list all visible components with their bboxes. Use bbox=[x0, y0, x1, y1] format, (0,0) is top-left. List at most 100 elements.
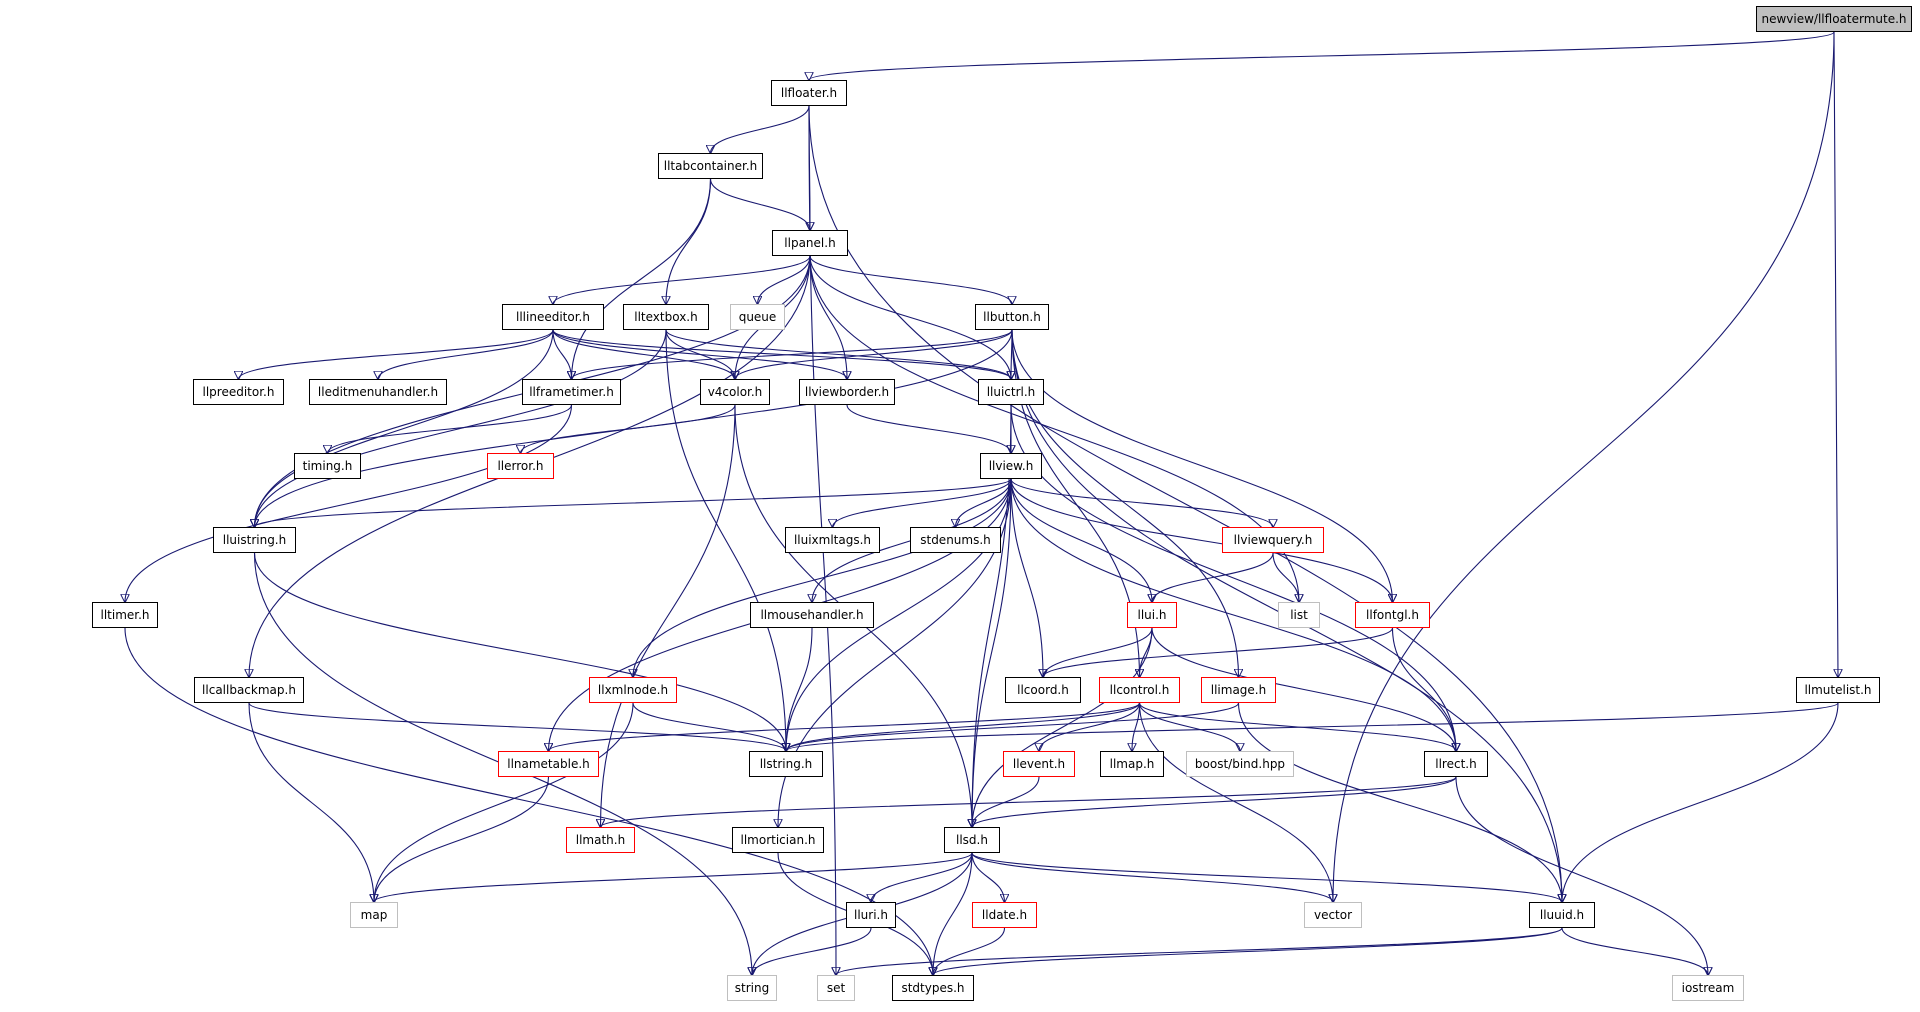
node-llviewborder[interactable]: llviewborder.h bbox=[799, 379, 895, 405]
edge-llcontrol-to-vector bbox=[1138, 702, 1334, 902]
node-lldate[interactable]: lldate.h bbox=[972, 902, 1037, 928]
node-list[interactable]: list bbox=[1278, 602, 1320, 628]
node-iostream[interactable]: iostream bbox=[1672, 975, 1744, 1001]
edge-llfloater-to-lltabcontainer bbox=[711, 105, 810, 153]
edge-llsd-to-lldate bbox=[971, 852, 1005, 902]
edge-llview-to-llfontgl bbox=[1010, 478, 1393, 602]
node-v4color[interactable]: v4color.h bbox=[700, 379, 770, 405]
edge-lllineeditor-to-llpreeditor bbox=[239, 329, 554, 379]
node-llmath[interactable]: llmath.h bbox=[566, 827, 635, 853]
edge-llviewquery-to-llui bbox=[1152, 552, 1274, 602]
edge-llui-to-llsd bbox=[972, 627, 1153, 827]
edge-lllineeditor-to-lleditmenuhandler bbox=[378, 329, 554, 379]
node-llmap[interactable]: llmap.h bbox=[1100, 751, 1164, 777]
node-llframetimer[interactable]: llframetimer.h bbox=[522, 379, 621, 405]
node-root[interactable]: newview/llfloatermute.h bbox=[1756, 6, 1912, 32]
node-lllineeditor[interactable]: lllineeditor.h bbox=[502, 304, 604, 330]
edge-root-to-llfloater bbox=[809, 31, 1835, 80]
edge-llviewborder-to-llview bbox=[846, 404, 1011, 453]
edge-llbutton-to-llframetimer bbox=[572, 329, 1013, 379]
edge-llsd-to-stdtypes bbox=[933, 852, 973, 975]
edge-llcontrol-to-llstring bbox=[786, 702, 1141, 751]
node-llmutelist[interactable]: llmutelist.h bbox=[1796, 677, 1880, 703]
edge-llframetimer-to-timing bbox=[328, 404, 573, 453]
node-stdenums[interactable]: stdenums.h bbox=[910, 527, 1001, 553]
edge-lltextbox-to-v4color bbox=[665, 329, 735, 379]
edge-lllineeditor-to-v4color bbox=[552, 329, 735, 379]
node-lltimer[interactable]: lltimer.h bbox=[92, 602, 158, 628]
edge-llxmlnode-to-llstring bbox=[632, 702, 786, 751]
node-llfontgl[interactable]: llfontgl.h bbox=[1355, 602, 1430, 628]
node-llnametable[interactable]: llnametable.h bbox=[498, 751, 599, 777]
node-timing[interactable]: timing.h bbox=[294, 453, 361, 479]
node-llmortician[interactable]: llmortician.h bbox=[732, 827, 824, 853]
node-queue[interactable]: queue bbox=[730, 304, 785, 330]
node-llimage[interactable]: llimage.h bbox=[1201, 677, 1276, 703]
edge-llmousehandler-to-llstring bbox=[786, 627, 813, 751]
edge-llview-to-llui bbox=[1010, 478, 1152, 602]
node-map[interactable]: map bbox=[350, 902, 398, 928]
edge-llview-to-llcoord bbox=[1010, 478, 1043, 677]
edge-lluistring-to-llstring bbox=[253, 552, 787, 751]
edge-lluuid-to-set bbox=[836, 927, 1563, 975]
node-stdtypes[interactable]: stdtypes.h bbox=[892, 975, 974, 1001]
node-boost-bind[interactable]: boost/bind.hpp bbox=[1186, 751, 1294, 777]
edge-llsd-to-vector bbox=[971, 852, 1333, 902]
edge-llpanel-to-queue bbox=[758, 255, 811, 304]
node-llevent[interactable]: llevent.h bbox=[1003, 751, 1075, 777]
edge-lltextbox-to-lluictrl bbox=[665, 329, 1011, 379]
node-lluixmltags[interactable]: lluixmltags.h bbox=[785, 527, 880, 553]
edge-lltabcontainer-to-llframetimer bbox=[572, 178, 712, 379]
node-llcontrol[interactable]: llcontrol.h bbox=[1099, 677, 1180, 703]
node-lluuid[interactable]: lluuid.h bbox=[1529, 902, 1595, 928]
node-lluri[interactable]: lluri.h bbox=[846, 902, 896, 928]
node-llsd[interactable]: llsd.h bbox=[944, 827, 1000, 853]
node-lltextbox[interactable]: lltextbox.h bbox=[623, 304, 709, 330]
edge-llrect-to-llmath bbox=[601, 776, 1457, 827]
node-llrect[interactable]: llrect.h bbox=[1424, 751, 1488, 777]
edge-llview-to-lluixmltags bbox=[833, 478, 1012, 527]
node-lluistring[interactable]: lluistring.h bbox=[213, 527, 296, 553]
edge-llview-to-stdenums bbox=[956, 478, 1012, 527]
node-llview[interactable]: llview.h bbox=[980, 453, 1042, 479]
edge-lltabcontainer-to-llpanel bbox=[709, 178, 811, 230]
node-llviewquery[interactable]: llviewquery.h bbox=[1222, 527, 1324, 553]
node-llcoord[interactable]: llcoord.h bbox=[1005, 677, 1081, 703]
edge-llimage-to-llstring bbox=[786, 702, 1240, 751]
edge-lltabcontainer-to-lltextbox bbox=[666, 178, 712, 304]
edge-lltextbox-to-lluistring bbox=[255, 329, 667, 527]
node-lleditmenuhandler[interactable]: lleditmenuhandler.h bbox=[309, 379, 447, 405]
edge-lluuid-to-iostream bbox=[1561, 927, 1708, 975]
edge-lluuid-to-stdtypes bbox=[933, 927, 1563, 975]
node-llerror[interactable]: llerror.h bbox=[487, 453, 554, 479]
node-vector[interactable]: vector bbox=[1304, 902, 1362, 928]
node-lluictrl[interactable]: lluictrl.h bbox=[978, 379, 1044, 405]
edge-llrect-to-llsd bbox=[972, 776, 1457, 827]
node-string[interactable]: string bbox=[727, 975, 777, 1001]
edge-llfloater-to-lluuid bbox=[808, 105, 1562, 902]
edge-llcallbackmap-to-llstring bbox=[248, 702, 786, 751]
edge-llbutton-to-llfontgl bbox=[1011, 329, 1393, 602]
edge-llsd-to-map bbox=[374, 852, 973, 902]
edge-llbutton-to-v4color bbox=[735, 329, 1013, 379]
node-llxmlnode[interactable]: llxmlnode.h bbox=[589, 677, 677, 703]
edge-llcontrol-to-boostbind bbox=[1138, 702, 1241, 751]
edge-llmutelist-to-lluuid bbox=[1562, 702, 1839, 902]
node-llui[interactable]: llui.h bbox=[1127, 602, 1177, 628]
node-llfloater[interactable]: llfloater.h bbox=[771, 80, 847, 106]
node-llbutton[interactable]: llbutton.h bbox=[975, 304, 1049, 330]
node-lltabcontainer[interactable]: lltabcontainer.h bbox=[658, 153, 763, 179]
edge-lluri-to-string bbox=[752, 927, 872, 975]
edge-llview-to-lluistring bbox=[255, 478, 1012, 527]
edge-llfontgl-to-llrect bbox=[1391, 627, 1457, 751]
edge-llrect-to-iostream bbox=[1455, 776, 1708, 975]
node-set[interactable]: set bbox=[817, 975, 855, 1001]
node-llpreeditor[interactable]: llpreeditor.h bbox=[193, 379, 284, 405]
edge-llcallbackmap-to-map bbox=[248, 702, 374, 902]
node-llstring[interactable]: llstring.h bbox=[749, 751, 823, 777]
node-llpanel[interactable]: llpanel.h bbox=[772, 230, 848, 256]
node-llcallbackmap[interactable]: llcallbackmap.h bbox=[194, 677, 304, 703]
node-llmousehandler[interactable]: llmousehandler.h bbox=[750, 602, 874, 628]
